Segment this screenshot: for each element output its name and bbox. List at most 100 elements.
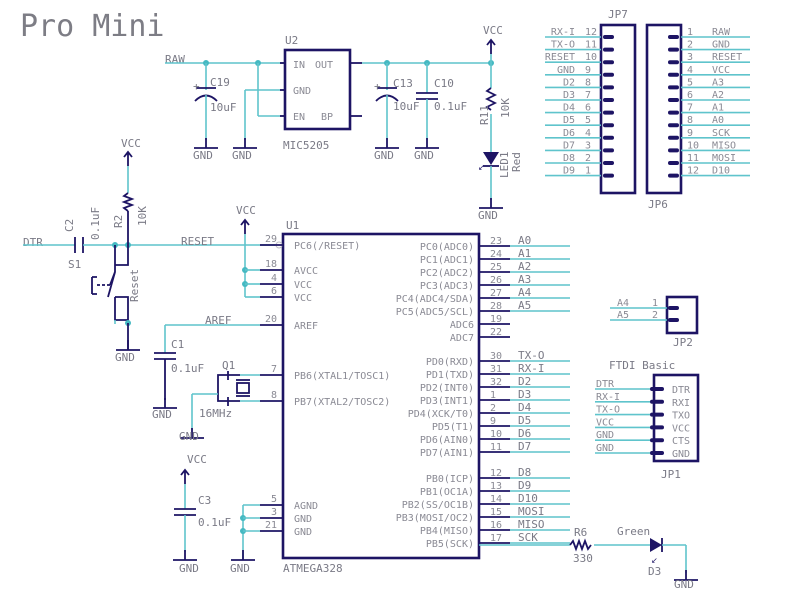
net-label: MOSI	[712, 153, 736, 164]
net-label: MISO	[712, 140, 736, 151]
svg-text:D3: D3	[648, 565, 661, 578]
pin-name: PD6(AIN0)	[420, 435, 474, 446]
pin-number: 9	[490, 416, 496, 427]
svg-text:VCC: VCC	[483, 24, 503, 37]
net-label: A4	[617, 298, 629, 309]
svg-text:GND: GND	[478, 209, 498, 222]
pin-number: 20	[265, 314, 277, 325]
pin-number: 5	[585, 115, 591, 126]
pin-name: VCC	[672, 423, 690, 434]
pin-number: 6	[687, 90, 693, 101]
svg-text:VCC: VCC	[121, 137, 141, 150]
pin-number: 10	[490, 429, 502, 440]
pin-number: 13	[490, 481, 502, 492]
svg-text:BP: BP	[321, 112, 333, 123]
regulator-section: RAW + C19 10uF GND GND U2 IN	[165, 24, 523, 222]
net-label: D3	[518, 388, 531, 401]
net-label: D9	[563, 166, 575, 177]
pin-name: PD1(TXD)	[426, 370, 474, 381]
jp1-pin-row: TX-O TXO	[595, 405, 690, 422]
pin-number: 11	[490, 442, 502, 453]
net-label: D3	[563, 90, 575, 101]
jp7-pin-row: 2D8	[545, 153, 614, 165]
svg-text:ATMEGA328: ATMEGA328	[283, 562, 343, 575]
pin-number: 2	[490, 403, 496, 414]
net-label: VCC	[596, 417, 614, 428]
pin-number: 32	[490, 377, 502, 388]
svg-text:330: 330	[573, 552, 593, 565]
pin-number: 31	[490, 364, 502, 375]
svg-text:16MHz: 16MHz	[199, 407, 232, 420]
net-label: A0	[518, 234, 531, 247]
pin-name: PC3(ADC3)	[420, 281, 474, 292]
pin-number: 3	[271, 507, 277, 518]
net-label: A3	[712, 77, 724, 88]
pin-name: PD4(XCK/T0)	[408, 409, 474, 420]
svg-text:JP2: JP2	[673, 336, 693, 349]
net-label: VCC	[712, 65, 730, 76]
svg-text:RESET: RESET	[181, 235, 214, 248]
pin-name: VCC	[294, 293, 312, 304]
net-label: RESET	[545, 52, 575, 63]
svg-text:GND: GND	[414, 149, 434, 162]
net-label: D6	[563, 128, 575, 139]
pin-number: 10	[687, 140, 699, 151]
pin-name: PD5(T1)	[432, 422, 474, 433]
net-label: GND	[712, 40, 730, 51]
pin-name: RXI	[672, 398, 690, 409]
pin-name: AGND	[294, 501, 318, 512]
capacitor-c19: + C19 10uF GND	[193, 63, 237, 162]
svg-text:↙: ↙	[651, 556, 658, 565]
pin-number: 8	[585, 77, 591, 88]
svg-text:10uF: 10uF	[210, 101, 237, 114]
capacitor-c13: + C13 10uF GND	[374, 63, 420, 162]
jp7-pin-row: 7D3	[545, 90, 614, 102]
jp7-pin-row: 8D2	[545, 77, 614, 90]
net-label: MOSI	[518, 505, 545, 518]
svg-text:C2: C2	[63, 219, 76, 232]
pin-number: 15	[490, 507, 502, 518]
pin-name: GND	[294, 514, 312, 525]
pin-number: 7	[271, 364, 277, 375]
pin-number: 23	[490, 236, 502, 247]
pin-number: 21	[265, 520, 277, 531]
net-label: A4	[518, 286, 532, 299]
pin-name: TXO	[672, 411, 690, 422]
net-label-raw: RAW	[165, 53, 185, 66]
pin-number: 26	[490, 275, 502, 286]
jp6-pin-row: 10 MISO	[668, 140, 750, 153]
pin-name: PB4(MISO)	[420, 526, 474, 537]
pin-number: 3	[687, 52, 693, 63]
pin-number: 5	[271, 494, 277, 505]
svg-text:JP1: JP1	[661, 468, 681, 481]
pin-number: 9	[585, 65, 591, 76]
pin-name: PC5(ADC5/SCL)	[396, 307, 474, 318]
pin-number: 7	[687, 103, 693, 114]
net-label: TX-O	[596, 405, 620, 416]
svg-text:VCC: VCC	[187, 453, 207, 466]
pin-name: GND	[294, 527, 312, 538]
capacitor-c10: C10 0.1uF GND	[414, 63, 467, 162]
pin-number: 18	[265, 259, 277, 270]
pin-number: 1	[490, 390, 496, 401]
net-label: TX-O	[518, 349, 545, 362]
svg-text:Red: Red	[510, 152, 523, 172]
header-jp1: FTDI Basic JP1 DTRDTRRX-IRXITX-OTXOVCCVC…	[595, 359, 700, 481]
pin-name: ADC6	[450, 320, 474, 331]
svg-text:GND: GND	[179, 430, 199, 443]
